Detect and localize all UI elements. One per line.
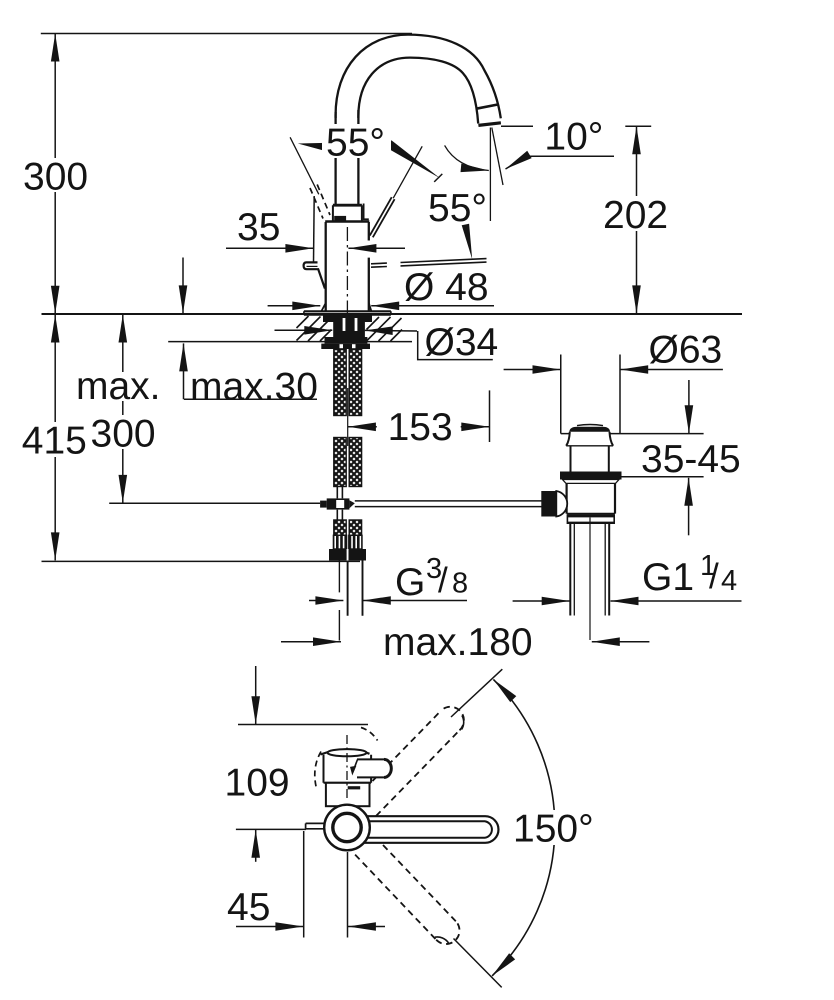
svg-text:202: 202 bbox=[603, 194, 668, 237]
svg-text:35-45: 35-45 bbox=[641, 438, 741, 481]
svg-text:4: 4 bbox=[721, 565, 737, 597]
svg-text:Ø 48: Ø 48 bbox=[404, 266, 489, 309]
svg-text:35: 35 bbox=[237, 206, 280, 249]
svg-text:Ø63: Ø63 bbox=[649, 329, 723, 372]
svg-text:3: 3 bbox=[426, 553, 442, 585]
svg-text:1: 1 bbox=[700, 550, 716, 582]
svg-text:300: 300 bbox=[23, 156, 88, 199]
svg-text:109: 109 bbox=[225, 762, 290, 805]
svg-text:G: G bbox=[395, 561, 425, 604]
svg-text:55°: 55° bbox=[326, 122, 385, 165]
svg-text:55°: 55° bbox=[428, 187, 487, 230]
svg-text:45: 45 bbox=[227, 886, 270, 929]
svg-text:10°: 10° bbox=[544, 116, 603, 159]
svg-text:415: 415 bbox=[22, 420, 87, 463]
svg-text:max.: max. bbox=[76, 365, 161, 408]
svg-text:300: 300 bbox=[91, 413, 156, 456]
svg-text:8: 8 bbox=[452, 568, 468, 600]
svg-text:/: / bbox=[709, 557, 719, 596]
svg-text:max.180: max.180 bbox=[383, 621, 533, 664]
svg-text:Ø34: Ø34 bbox=[425, 321, 499, 364]
svg-text:153: 153 bbox=[388, 406, 453, 449]
svg-text:max.30: max.30 bbox=[190, 366, 318, 409]
svg-text:/: / bbox=[438, 561, 448, 600]
svg-text:G1: G1 bbox=[642, 556, 694, 599]
svg-text:150°: 150° bbox=[513, 808, 594, 851]
